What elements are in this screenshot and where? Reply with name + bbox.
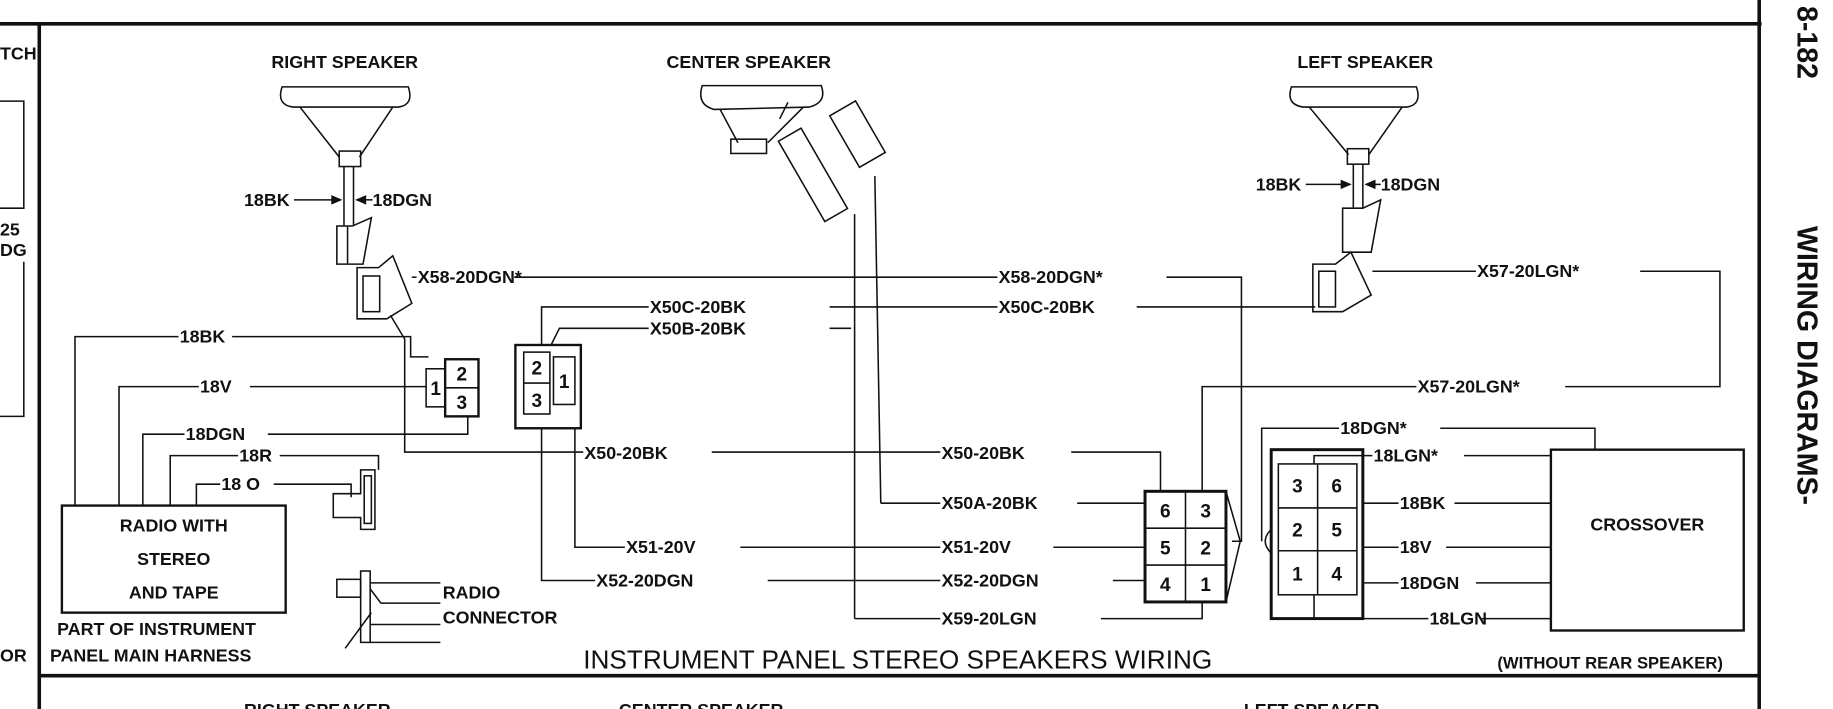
right-speaker: RIGHT SPEAKER	[271, 52, 418, 320]
radio-connector-label: CONNECTOR	[443, 607, 558, 627]
svg-text:3: 3	[1292, 476, 1303, 497]
svg-text:2: 2	[532, 359, 543, 380]
left-fragment-text: TCH	[0, 43, 37, 63]
center-speaker-label: CENTER SPEAKER	[667, 52, 832, 72]
left-fragment-text: 25	[0, 220, 20, 240]
svg-text:2: 2	[457, 365, 468, 386]
circuit-label: X57-20LGN*	[1418, 377, 1520, 397]
next-right-speaker-label: RIGHT SPEAKER	[244, 700, 391, 709]
wire-label: 18LGN	[1430, 609, 1487, 629]
circuit-label: X50-20BK	[584, 443, 667, 463]
svg-text:1: 1	[1200, 575, 1211, 596]
circuit-label: X50-20BK	[941, 443, 1024, 463]
next-left-speaker-label: LEFT SPEAKER	[1244, 700, 1380, 709]
svg-text:3: 3	[1200, 501, 1211, 522]
next-center-speaker-label: CENTER SPEAKER	[619, 700, 784, 709]
wire-label: 18 O	[221, 474, 260, 494]
svg-text:1: 1	[430, 379, 441, 400]
svg-text:1: 1	[1292, 565, 1303, 586]
section-title: WIRING DIAGRAMS-	[1790, 226, 1822, 505]
radio-plug	[332, 469, 376, 531]
radio-label: AND TAPE	[129, 582, 219, 602]
left-fragment-text: OR	[0, 645, 27, 665]
circuit-label: X51-20V	[626, 537, 696, 557]
wire-label: 18DGN	[1400, 573, 1459, 593]
radio-label: RADIO WITH	[120, 516, 228, 536]
crossover-label: CROSSOVER	[1590, 515, 1704, 535]
svg-text:1: 1	[559, 372, 570, 393]
wire-label: 18BK	[244, 190, 290, 210]
svg-text:6: 6	[1160, 501, 1171, 522]
harness-note: PANEL MAIN HARNESS	[50, 645, 252, 665]
page-number: 8-182	[1790, 6, 1822, 79]
right-speaker-label: RIGHT SPEAKER	[271, 52, 418, 72]
circuit-label: X50C-20BK	[999, 297, 1095, 317]
radio-label: STEREO	[137, 549, 210, 569]
wire-label: 18BK	[180, 327, 226, 347]
wire-label: 18V	[1400, 537, 1432, 557]
svg-text:5: 5	[1331, 521, 1342, 542]
center-speaker: CENTER SPEAKER	[667, 52, 887, 619]
diagram-subtitle: (WITHOUT REAR SPEAKER)	[1497, 654, 1723, 673]
circuit-label: X57-20LGN*	[1477, 261, 1579, 281]
svg-text:6: 6	[1331, 476, 1342, 497]
three-pin-connector-a: 1 2 3	[425, 358, 480, 418]
diagram-title: INSTRUMENT PANEL STEREO SPEAKERS WIRING	[583, 645, 1212, 675]
six-pin-connector-b: 3 6 2 5 1 4	[1264, 448, 1365, 621]
svg-text:4: 4	[1160, 575, 1171, 596]
circuit-label: X58-20DGN*	[999, 267, 1103, 287]
svg-text:3: 3	[457, 393, 468, 414]
radio-connector-label: RADIO	[443, 582, 501, 602]
wires	[74, 270, 1721, 620]
wire-label: 18DGN	[373, 190, 432, 210]
svg-text:5: 5	[1160, 538, 1171, 559]
six-pin-connector-a: 6 3 5 2 4 1	[1143, 489, 1242, 604]
crossover-box	[1549, 448, 1745, 632]
circuit-label: X50B-20BK	[650, 318, 746, 338]
wire-label: 18LGN*	[1374, 446, 1438, 466]
circuit-label: X50C-20BK	[650, 297, 746, 317]
wire-label: 18DGN*	[1340, 418, 1406, 438]
svg-text:3: 3	[532, 391, 543, 412]
harness-note: PART OF INSTRUMENT	[57, 619, 256, 639]
frame	[0, 0, 1762, 709]
wire-label: 18BK	[1400, 493, 1446, 513]
radio-box	[60, 504, 287, 614]
circuit-label: X52-20DGN	[941, 570, 1038, 590]
svg-text:2: 2	[1292, 521, 1303, 542]
circuit-label: X58-20DGN*	[418, 267, 522, 287]
wire-label: 18R	[239, 446, 272, 466]
radio-connector	[336, 570, 441, 649]
three-pin-connector-b: 2 3 1	[514, 343, 583, 430]
left-speaker: LEFT SPEAKER	[1289, 52, 1433, 313]
circuit-label: X50A-20BK	[941, 493, 1037, 513]
circuit-label: X51-20V	[941, 537, 1011, 557]
circuit-label: X59-20LGN	[941, 609, 1036, 629]
wire-label: 18DGN	[1381, 174, 1440, 194]
svg-text:4: 4	[1331, 565, 1342, 586]
left-speaker-label: LEFT SPEAKER	[1297, 52, 1433, 72]
left-fragment-text: DG	[0, 240, 27, 260]
wire-label: 18BK	[1256, 174, 1302, 194]
wire-label: 18DGN	[186, 424, 245, 444]
circuit-label: X52-20DGN	[596, 570, 693, 590]
svg-text:2: 2	[1200, 538, 1211, 559]
wire-label: 18V	[200, 377, 232, 397]
